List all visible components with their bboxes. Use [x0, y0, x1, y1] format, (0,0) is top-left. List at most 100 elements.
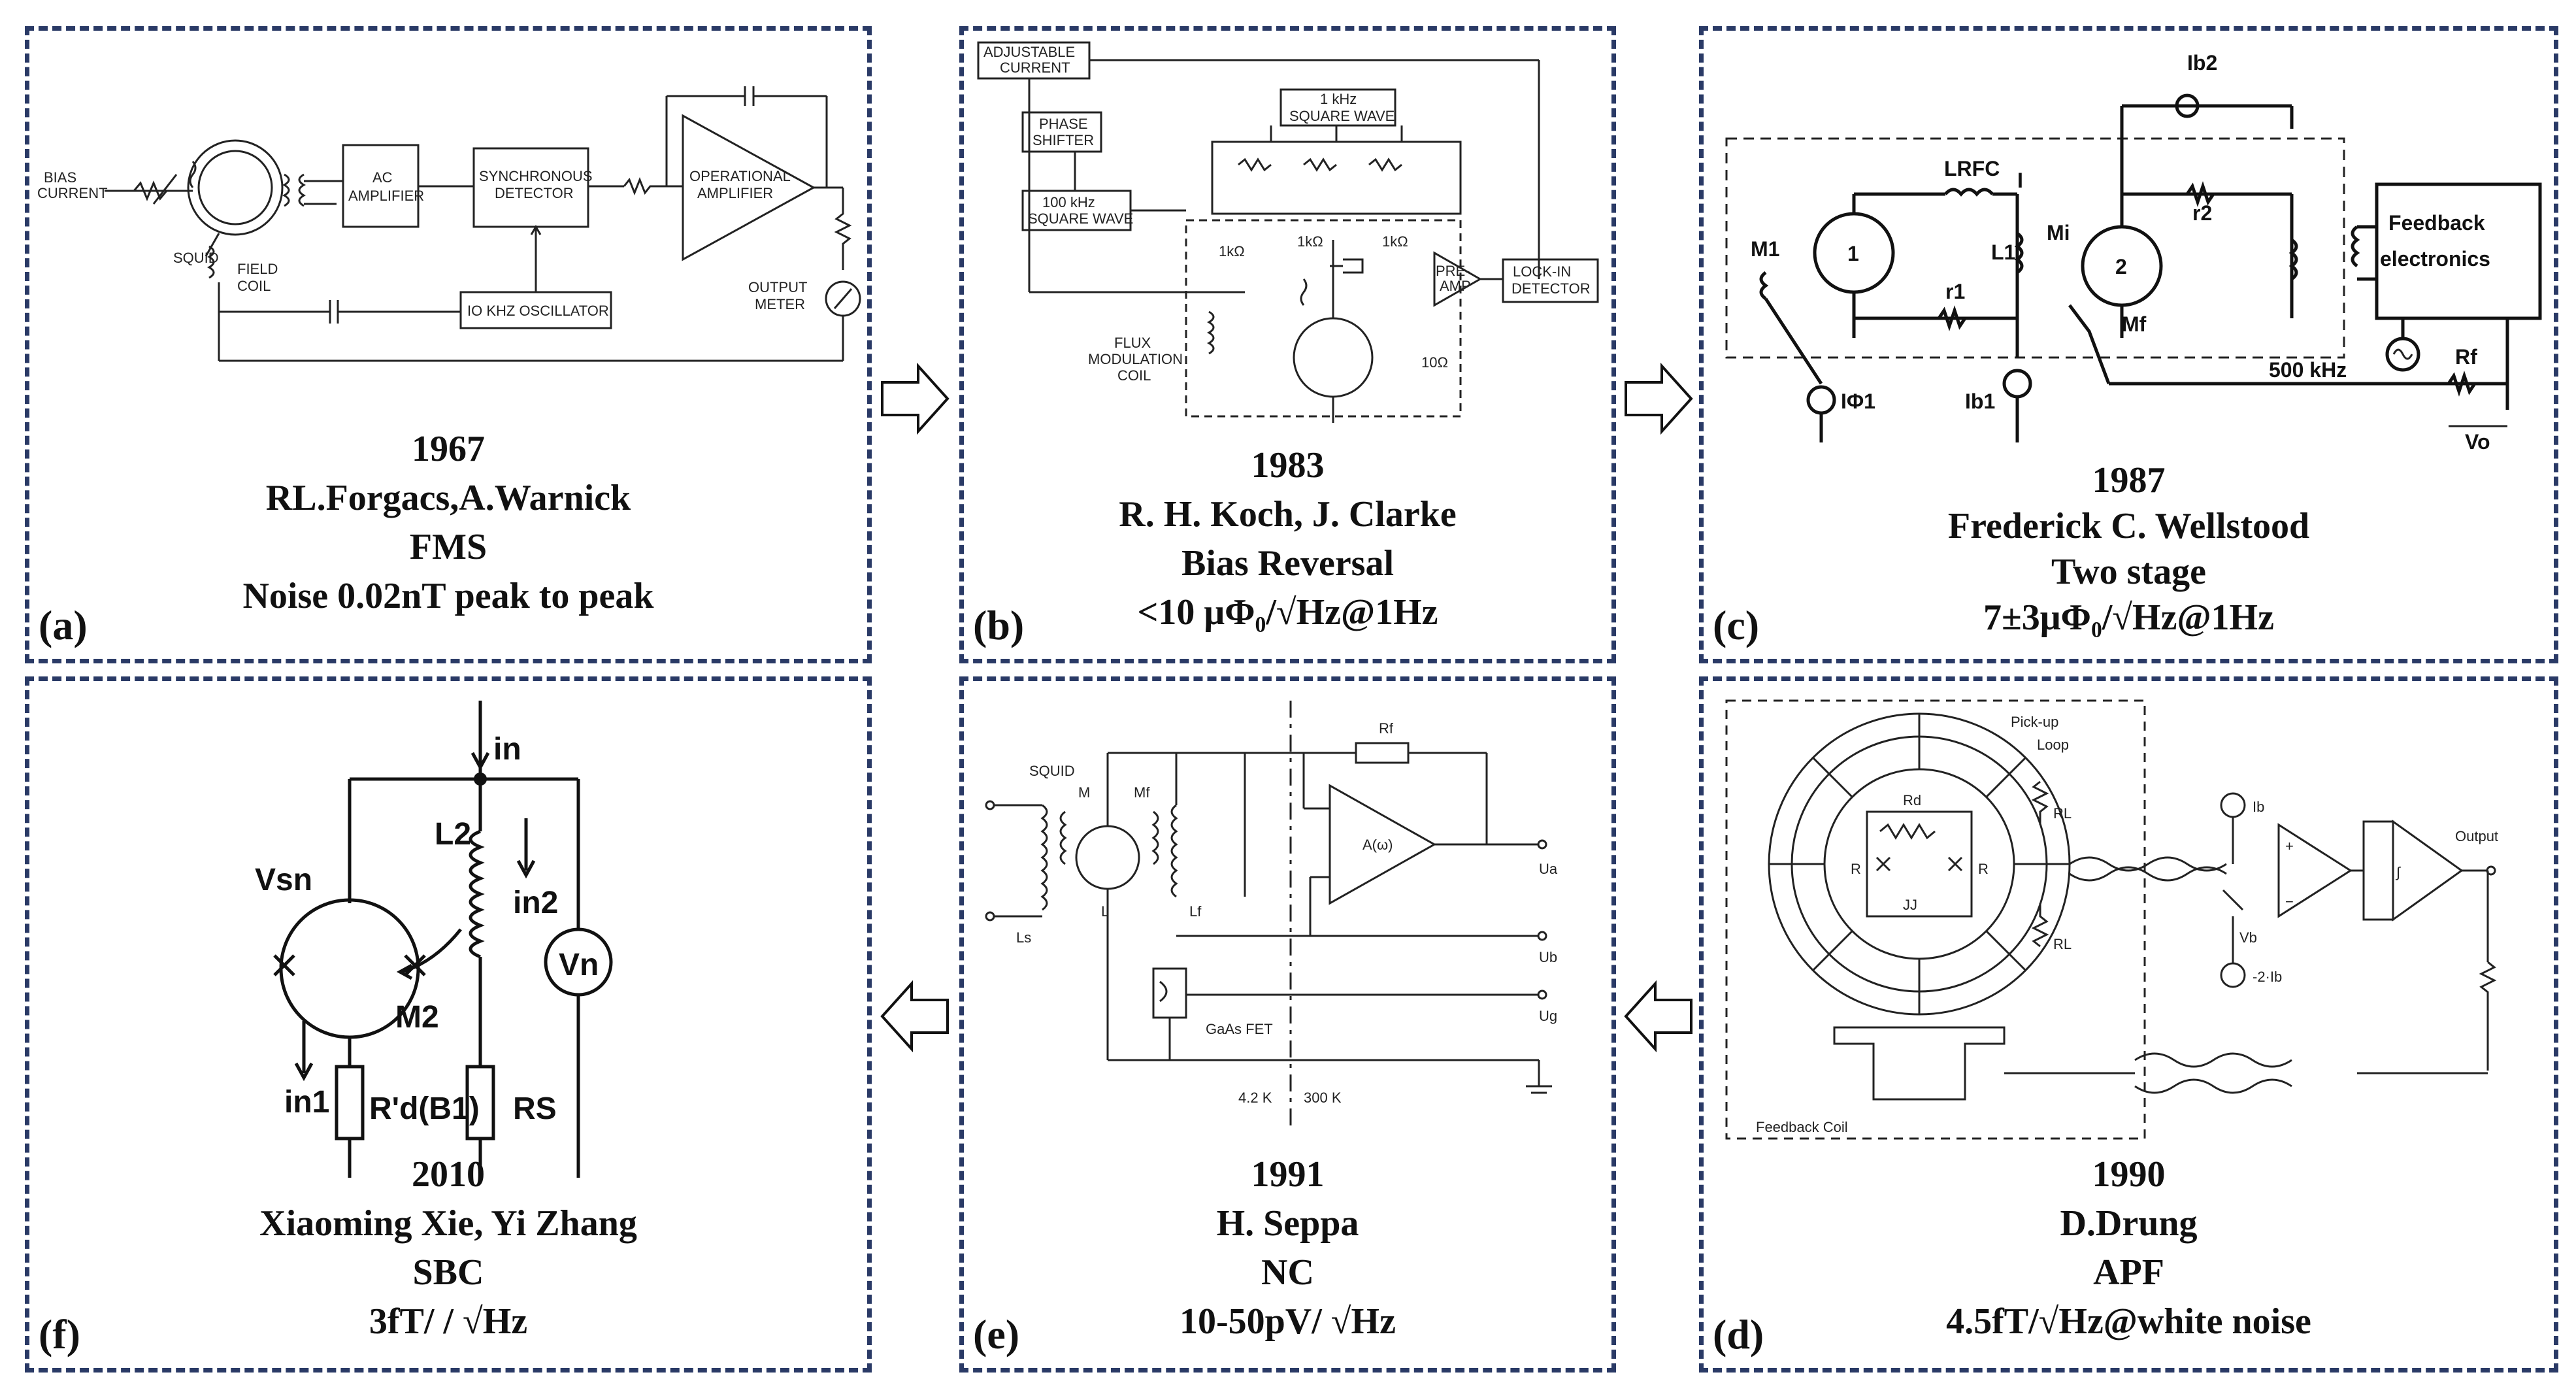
panel-tag: (e) — [973, 1311, 1020, 1357]
label-r2: r2 — [2192, 201, 2212, 225]
integrator-icon: ∫ — [2395, 864, 2402, 880]
circuit-diagram-sbc: in Vsn R'd(B1) in1 L2 in2 RS M2 Vn — [255, 701, 613, 1178]
caption-noise: 4.5fT/√Hz@white noise — [1946, 1301, 2311, 1342]
caption-method: APF — [2093, 1252, 2164, 1293]
label-synchronous: SYNCHRONOUS — [479, 168, 593, 184]
label-r-right: R — [1978, 861, 1989, 877]
label-ib2: Ib2 — [2187, 51, 2217, 75]
panel-a: BIAS CURRENT SQUID AC AMPLIFIER SYNCHRON… — [25, 26, 872, 663]
label-jj: JJ — [1903, 897, 1917, 913]
label-mf: Mf — [2122, 312, 2147, 336]
circuit-diagram-two-stage: Ib2 1 LRFC I L1 r1 M1 IΦ1 Ib1 Mi 2 — [1725, 51, 2542, 454]
right-arrow-icon — [881, 363, 949, 435]
label-coil: COIL — [237, 278, 271, 294]
label-pickup: Pick-up — [2011, 714, 2058, 730]
label-ac-amplifier: AMPLIFIER — [348, 188, 424, 204]
label-vsn: Vsn — [255, 863, 312, 897]
label-squid-1: 1 — [1847, 242, 1859, 265]
label-op-amplifier: AMPLIFIER — [697, 185, 773, 201]
label-ua: Ua — [1539, 861, 1558, 877]
label-oscillator: IO KHZ OSCILLATOR — [467, 303, 609, 319]
label-1k-c: 1kΩ — [1382, 233, 1408, 250]
label-loop: Loop — [2037, 737, 2069, 753]
caption-noise: 3fT/ / √Hz — [369, 1301, 528, 1342]
label-feedback: Feedback — [2388, 211, 2485, 235]
caption-method: Two stage — [2051, 552, 2206, 592]
label-amp: AMP — [1440, 278, 1471, 294]
caption-year: 1990 — [2092, 1154, 2166, 1195]
label-modulation: MODULATION — [1088, 351, 1183, 367]
caption-year: 1991 — [1251, 1154, 1325, 1195]
label-adjustable: ADJUSTABLE — [983, 44, 1075, 60]
label-rf: Rf — [1379, 720, 1394, 737]
circuit-diagram-bias-reversal: ADJUSTABLE CURRENT 1 kHz SQUARE WAVE PHA… — [977, 41, 1599, 423]
label-4-2k: 4.2 K — [1238, 1090, 1272, 1106]
label-l1: L1 — [1991, 241, 2015, 264]
caption-year: 2010 — [412, 1154, 485, 1195]
label-ub: Ub — [1539, 949, 1557, 965]
label-lrfc: LRFC — [1944, 157, 2000, 180]
label-mf: Mf — [1134, 784, 1150, 801]
label-electronics: electronics — [2380, 247, 2490, 271]
label-300k: 300 K — [1304, 1090, 1342, 1106]
label-1khz: 1 kHz — [1320, 91, 1357, 107]
label-in1: in1 — [284, 1085, 329, 1120]
svg-text:+: + — [2285, 838, 2294, 854]
label-gaas-fet: GaAs FET — [1206, 1021, 1273, 1037]
label-detector: DETECTOR — [495, 185, 574, 201]
panel-c: Ib2 1 LRFC I L1 r1 M1 IΦ1 Ib1 Mi 2 — [1699, 26, 2558, 663]
panel-tag: (f) — [39, 1311, 80, 1357]
label-1k-a: 1kΩ — [1219, 243, 1245, 259]
circuit-diagram-apf: Pick-up Loop Rd R R JJ RL RL Ib Vb -2·Ib… — [1725, 699, 2498, 1140]
caption-year: 1987 — [2092, 460, 2166, 501]
label-current: CURRENT — [37, 185, 108, 201]
panel-tag: (d) — [1713, 1311, 1764, 1357]
caption-noise: 7±3μΦ₀/√Hz@1Hz — [1983, 597, 2274, 638]
label-ib1: Ib1 — [1965, 390, 1995, 413]
panel-f: in Vsn R'd(B1) in1 L2 in2 RS M2 Vn — [25, 676, 872, 1373]
label-field: FIELD — [237, 261, 278, 277]
label-rs: RS — [513, 1091, 557, 1126]
label-a-omega: A(ω) — [1362, 837, 1393, 853]
label-ls: Ls — [1016, 929, 1031, 946]
caption-noise: Noise 0.02nT peak to peak — [242, 576, 654, 616]
label-vo: Vo — [2465, 430, 2490, 454]
label-bias: BIAS — [44, 169, 76, 186]
label-adj-current: CURRENT — [1000, 59, 1070, 76]
caption-year: 1967 — [412, 429, 485, 469]
label-flux: FLUX — [1114, 335, 1151, 351]
caption-authors: D.Drung — [2060, 1203, 2198, 1244]
label-shifter: SHIFTER — [1032, 132, 1094, 148]
label-i: I — [2017, 169, 2023, 192]
label-lock-in: LOCK-IN — [1513, 263, 1571, 280]
label-squid: SQUID — [1029, 763, 1075, 779]
label-l2: L2 — [435, 817, 471, 852]
caption-authors: R. H. Koch, J. Clarke — [1119, 494, 1457, 535]
panel-tag: (c) — [1713, 602, 1760, 648]
label-r1: r1 — [1945, 280, 1965, 303]
caption-year: 1983 — [1251, 445, 1325, 486]
caption-method: SBC — [412, 1252, 484, 1293]
circuit-diagram-nc: SQUID Ls M L Mf Lf Rf A(ω) Ua — [985, 701, 1558, 1125]
label-m1: M1 — [1751, 237, 1779, 261]
label-square-wave-2: SQUARE WAVE — [1028, 210, 1133, 227]
label-iphi1: IΦ1 — [1841, 390, 1875, 413]
label-phase: PHASE — [1039, 116, 1088, 132]
caption-authors: Xiaoming Xie, Yi Zhang — [259, 1203, 637, 1244]
caption-authors: Frederick C. Wellstood — [1947, 506, 2310, 546]
label-rf: Rf — [2455, 345, 2477, 369]
circuit-diagram-fms: BIAS CURRENT SQUID AC AMPLIFIER SYNCHRON… — [37, 86, 861, 362]
label-output: OUTPUT — [748, 279, 807, 295]
label-1k-b: 1kΩ — [1297, 233, 1323, 250]
caption-method: Bias Reversal — [1181, 543, 1395, 584]
caption-method: NC — [1261, 1252, 1314, 1293]
left-arrow-icon — [880, 980, 949, 1052]
label-mi: Mi — [2047, 221, 2070, 244]
label-ac: AC — [372, 169, 393, 186]
panel-b: ADJUSTABLE CURRENT 1 kHz SQUARE WAVE PHA… — [959, 26, 1616, 663]
label-in: in — [493, 732, 521, 767]
label-rl-1: RL — [2053, 805, 2072, 822]
label-r-left: R — [1851, 861, 1861, 877]
label-ug: Ug — [1539, 1008, 1557, 1024]
label-rd: R'd(B1) — [369, 1091, 480, 1126]
